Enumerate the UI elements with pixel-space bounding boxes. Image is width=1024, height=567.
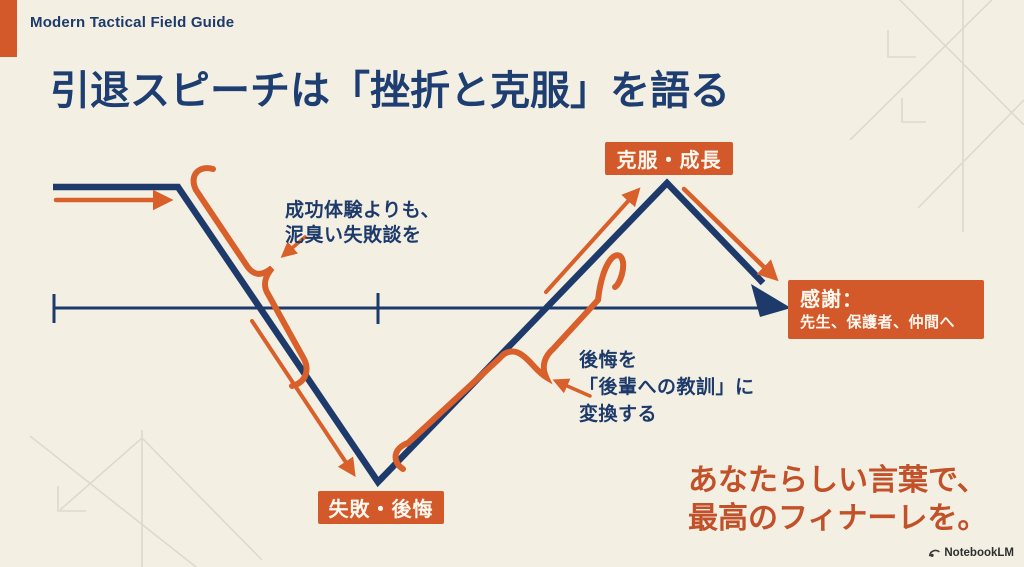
brand-label: Modern Tactical Field Guide xyxy=(30,14,235,31)
arrow-note-descent xyxy=(280,235,307,258)
annotation-descent-line1: 成功体験よりも、 xyxy=(285,200,441,221)
arrow-note-ascent xyxy=(552,378,592,398)
tagline: あなたらしい言葉で、 最高のフィナーレを。 xyxy=(688,462,987,538)
notebooklm-logo: NotebookLM xyxy=(928,545,1014,561)
timeline-axis xyxy=(52,293,760,324)
notebooklm-icon xyxy=(929,549,941,557)
badge-failure-regret: 失敗・後悔 xyxy=(318,491,444,524)
annotation-ascent: 後悔を 「後輩への教訓」に 変換する xyxy=(579,347,755,428)
accent-corner-block xyxy=(0,0,17,57)
annotation-descent: 成功体験よりも、 泥臭い失敗談を xyxy=(285,198,440,248)
arrow-descent xyxy=(250,319,356,478)
notebooklm-label: NotebookLM xyxy=(944,547,1014,559)
annotation-ascent-line1: 後悔を xyxy=(579,350,638,371)
badge-gratitude: 感謝： 先生、保護者、仲間へ xyxy=(788,280,984,339)
annotation-ascent-line2: 「後輩への教訓」に xyxy=(579,377,755,398)
tagline-line2: 最高のフィナーレを。 xyxy=(688,502,988,535)
badge-gratitude-detail: 先生、保護者、仲間へ xyxy=(800,313,956,331)
annotation-descent-line2: 泥臭い失敗談を xyxy=(285,225,422,246)
badge-gratitude-title: 感謝： xyxy=(800,288,863,311)
page-title: 引退スピーチは「挫折と克服」を語る xyxy=(50,69,730,113)
badge-overcome-growth: 克服・成長 xyxy=(605,142,733,175)
brace-descent xyxy=(190,165,310,389)
story-line xyxy=(53,178,766,488)
tagline-line1: あなたらしい言葉で、 xyxy=(688,464,987,497)
story-line-arrowhead xyxy=(751,284,791,317)
annotation-ascent-line3: 変換する xyxy=(579,404,658,425)
arrow-finale xyxy=(681,186,779,282)
brace-ascent xyxy=(392,252,627,472)
arrow-ascent xyxy=(544,187,641,294)
